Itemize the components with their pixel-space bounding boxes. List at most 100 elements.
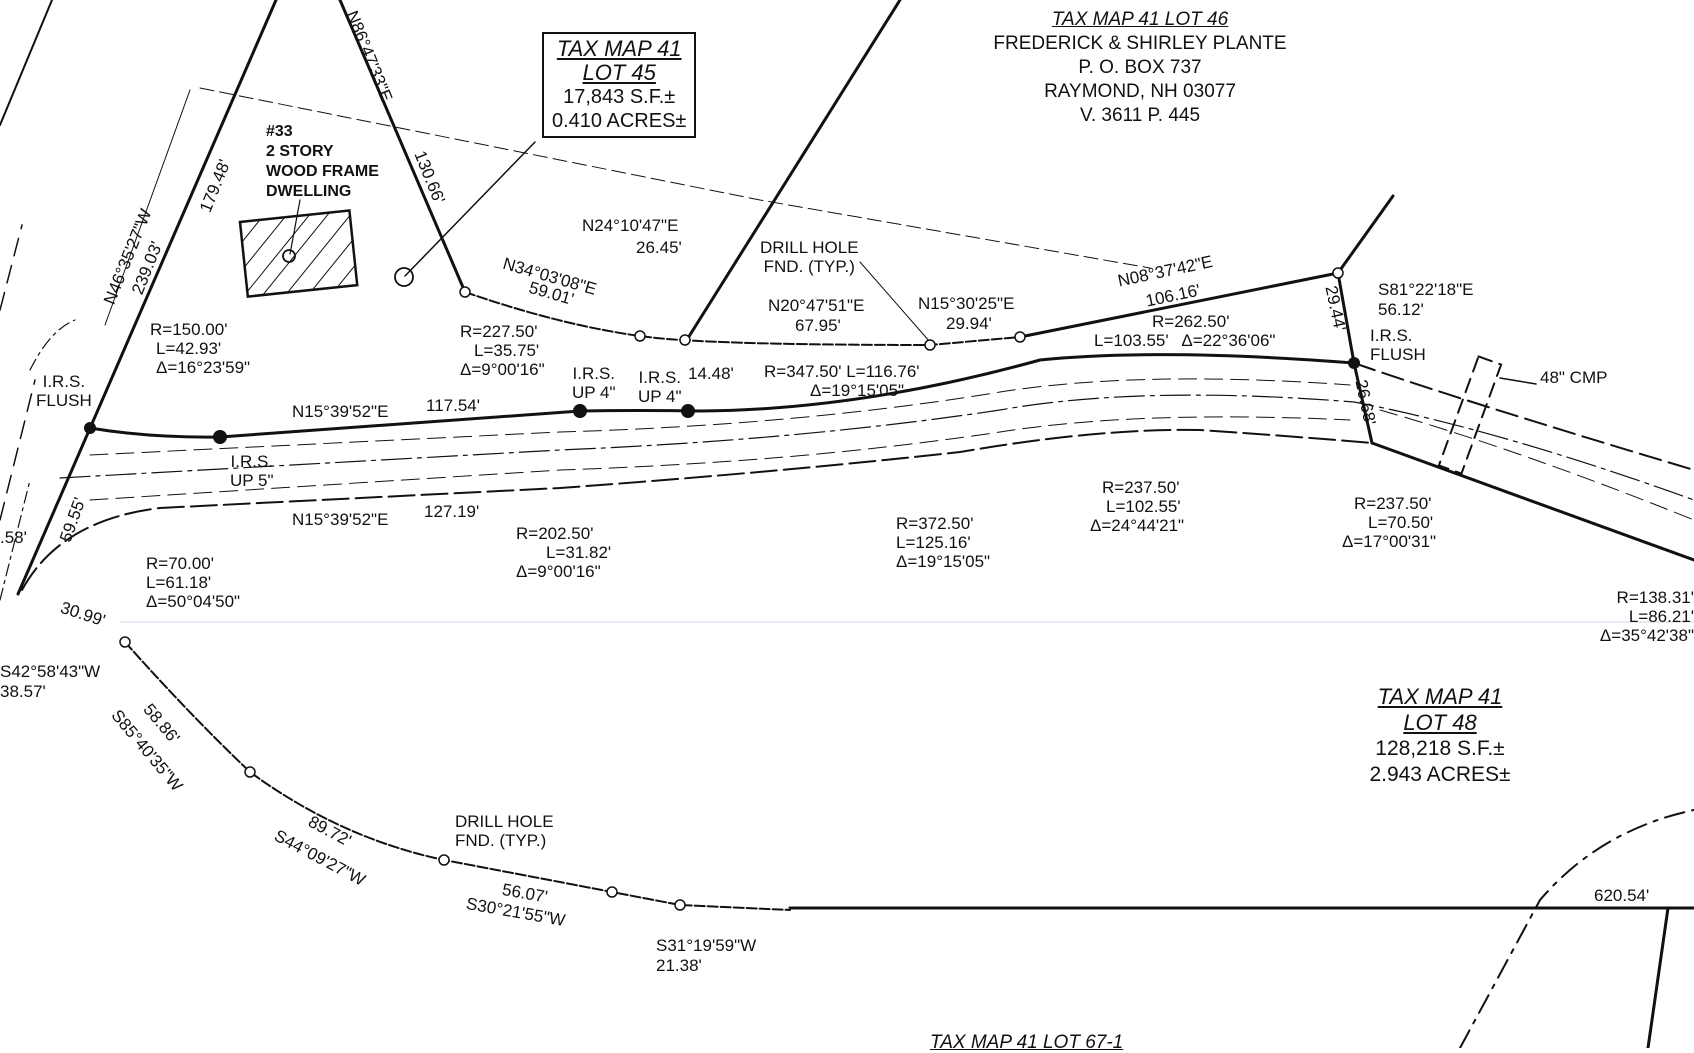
- lot48-lot: LOT 48: [1403, 710, 1477, 735]
- road-north-line-east: [1353, 362, 1694, 471]
- lot46-title: TAX MAP 41 LOT 46: [1051, 9, 1229, 30]
- bearing-b7: N15°30'25"E: [918, 294, 1015, 313]
- monument-irs-up4-b: [681, 404, 695, 418]
- curve-c3-radius: R=347.50': [764, 362, 842, 381]
- lot-line-far-left: [0, 0, 53, 126]
- distance-d12: 117.54': [426, 396, 480, 415]
- monument-irs-up4-a: [573, 404, 587, 418]
- dwelling-line1: 2 STORY: [266, 143, 334, 160]
- lot-line-lot46: [686, 0, 902, 340]
- left-edge-dashed-2: [0, 379, 36, 521]
- drill-hole-7: [119, 636, 131, 648]
- lot45-leader: [404, 141, 536, 277]
- dimension-frame-left: [104, 89, 191, 326]
- bearing-b12: N15°39'52"E: [292, 402, 389, 421]
- dwelling-number: #33: [266, 123, 293, 140]
- distance-d14: 14.48': [688, 364, 734, 383]
- curve-c6-delta: Δ=9°00'16": [516, 562, 601, 581]
- curve-c9: R=237.50' L=70.50' Δ=17°00'31": [1342, 494, 1436, 551]
- lot-line-n08: [1018, 271, 1340, 339]
- curve-c10-radius: R=138.31': [1616, 588, 1694, 607]
- label-irs-up5: I.R.S. UP 5": [230, 452, 274, 490]
- dwelling-line2: WOOD FRAME: [266, 163, 379, 180]
- lot45-area-sf: 17,843 S.F.±: [563, 86, 676, 108]
- curve-c7-radius: R=372.50': [896, 514, 974, 533]
- monument-irs-up5: [213, 430, 227, 444]
- drill-hole-4: [924, 339, 936, 351]
- lot-line-lot45-east: [338, 0, 467, 294]
- distance-d7: 29.94': [946, 314, 992, 333]
- dwelling-footprint: [238, 209, 359, 298]
- curve-c8-radius: R=237.50': [1102, 478, 1180, 497]
- dwelling-label: #33 2 STORY WOOD FRAME DWELLING: [266, 122, 379, 202]
- curve-c7-length: L=125.16': [896, 533, 971, 552]
- stone-wall-south: [124, 641, 791, 911]
- monument-irs-flush: [84, 422, 96, 434]
- curve-c3: R=347.50' L=116.76' Δ=19°15'05": [764, 362, 920, 400]
- lot48-area-ac: 2.943 ACRES±: [1369, 763, 1511, 786]
- label-drill-hole-bottom: DRILL HOLE FND. (TYP.): [455, 812, 554, 850]
- drill-hole-10: [606, 886, 618, 898]
- curve-c4-length: L=103.55': [1094, 331, 1169, 350]
- road-south-line-east: [1370, 441, 1694, 562]
- curve-c1-radius: R=150.00': [150, 320, 228, 339]
- distance-d22: 620.54': [1594, 886, 1650, 905]
- distance-d13: 127.19': [424, 502, 480, 521]
- label-irs-up4-b: I.R.S. UP 4": [638, 368, 682, 406]
- lot45-area-ac: 0.410 ACRES±: [552, 110, 687, 132]
- lot46-owner-block: TAX MAP 41 LOT 46 FREDERICK & SHIRLEY PL…: [960, 8, 1320, 128]
- dash-dot-left: [0, 319, 76, 601]
- curve-c10: R=138.31' L=86.21' Δ=35°42'38": [1544, 588, 1694, 645]
- road-centerline: [59, 394, 1694, 501]
- curve-c5-delta: Δ=50°04'50": [146, 592, 241, 611]
- drill-hole-3: [679, 334, 691, 346]
- drill-hole-9: [438, 854, 450, 866]
- dashed-line-top: [199, 87, 1151, 269]
- bearing-b9: S81°22'18"E: [1378, 280, 1474, 299]
- drill-hole-leader-top: [859, 261, 931, 343]
- road-edge-inner-3: [1379, 409, 1694, 521]
- bearing-b4: N24°10'47"E: [582, 216, 679, 235]
- curve-c6-radius: R=202.50': [516, 524, 594, 543]
- label-drill-hole-top: DRILL HOLE FND. (TYP.): [760, 238, 859, 276]
- distance-d4: 26.45': [636, 238, 682, 257]
- bearing-b21: S31°19'59"W: [656, 936, 757, 955]
- drill-hole-8: [244, 766, 256, 778]
- lot-line-east-short-2: [1352, 361, 1374, 445]
- culvert-cmp: [1437, 355, 1503, 475]
- lot46-owner: FREDERICK & SHIRLEY PLANTE: [993, 33, 1287, 54]
- label-irs-up4-a: I.R.S. UP 4": [572, 364, 616, 402]
- curve-c8-delta: Δ=24°44'21": [1090, 516, 1185, 535]
- curve-c7: R=372.50' L=125.16' Δ=19°15'05": [896, 514, 990, 571]
- curve-c3-length: L=116.76': [846, 362, 920, 381]
- road-edge-inner-2: [89, 416, 1351, 501]
- distance-d6: 67.95': [795, 316, 841, 335]
- curve-c9-length: L=70.50': [1368, 513, 1434, 532]
- bearing-b6: N20°47'51"E: [768, 296, 865, 315]
- dwelling-center-icon: [282, 249, 296, 263]
- drill-hole-6: [1332, 267, 1344, 279]
- lot48-label-block: TAX MAP 41 LOT 48 128,218 S.F.± 2.943 AC…: [1350, 684, 1530, 788]
- curve-c2: R=227.50' L=35.75' Δ=9°00'16": [460, 322, 545, 379]
- distance-d17: 38.57': [0, 682, 46, 701]
- curve-c5: R=70.00' L=61.18' Δ=50°04'50": [146, 554, 240, 611]
- curve-c2-radius: R=227.50': [460, 322, 538, 341]
- curve-c10-length: L=86.21': [1628, 607, 1694, 626]
- lot45-marker-icon: [394, 267, 414, 287]
- curve-c4-delta: Δ=22°36'06": [1181, 331, 1276, 350]
- bearing-b17: S42°58'43"W: [0, 662, 101, 681]
- lot45-map: TAX MAP 41: [556, 36, 682, 61]
- road-south-line: [21, 428, 1373, 591]
- lot46-address1: P. O. BOX 737: [1078, 57, 1202, 78]
- curve-c1: R=150.00' L=42.93' Δ=16°23'59": [150, 320, 250, 377]
- curve-c1-length: L=42.93': [156, 339, 222, 358]
- curve-c5-radius: R=70.00': [146, 554, 214, 573]
- distance-d9: 56.12': [1378, 300, 1424, 319]
- drill-hole-2: [634, 330, 646, 342]
- curve-c8: R=237.50' L=102.55' Δ=24°44'21": [1090, 478, 1184, 535]
- lot67-title: TAX MAP 41 LOT 67-1: [930, 1032, 1124, 1053]
- lot48-area-sf: 128,218 S.F.±: [1375, 737, 1505, 760]
- curve-c2-length: L=35.75': [474, 341, 540, 360]
- curve-c4-radius: R=262.50': [1152, 312, 1230, 331]
